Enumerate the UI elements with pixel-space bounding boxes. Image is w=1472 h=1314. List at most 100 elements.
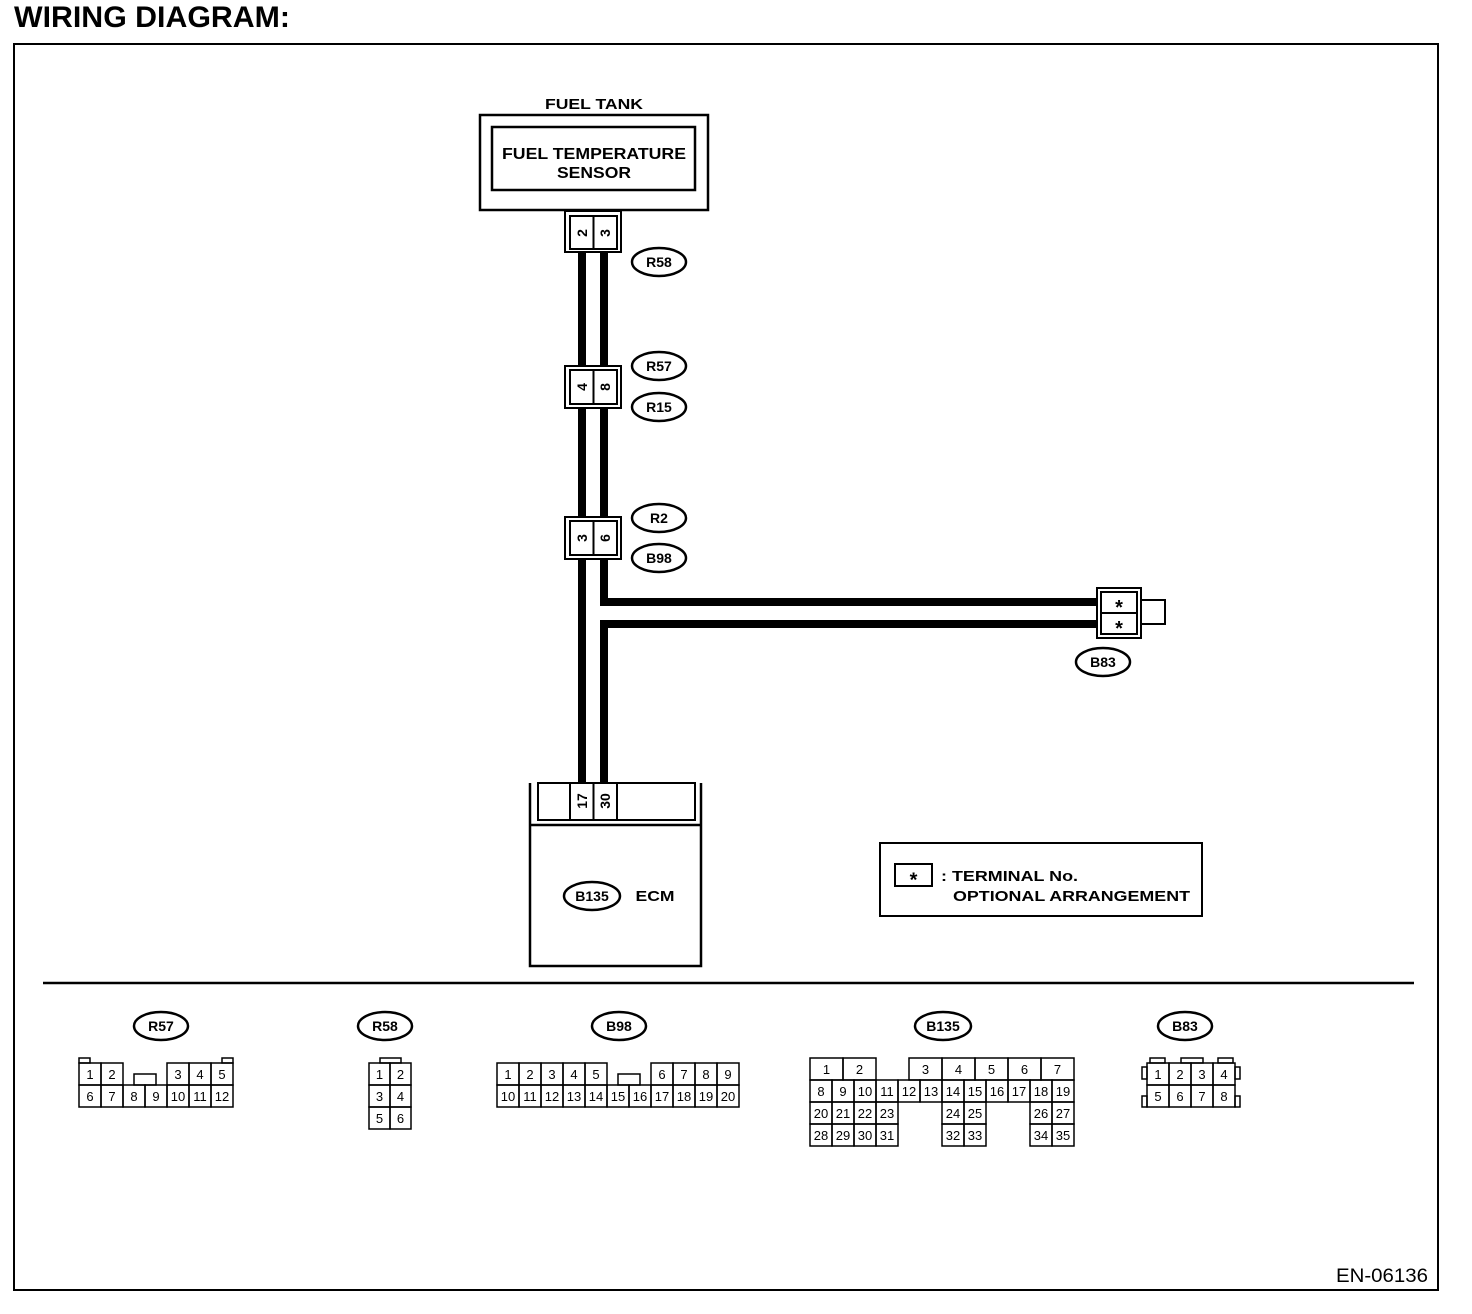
connector-id: R15	[646, 399, 672, 415]
pin-number: 6	[1021, 1062, 1028, 1077]
pin-number: 5	[592, 1067, 599, 1082]
pin-number: 27	[1056, 1106, 1070, 1121]
terminal-number: 17	[574, 793, 590, 809]
housing-ear	[1234, 1066, 1241, 1080]
pin-number: 8	[130, 1089, 137, 1104]
pin-number: 10	[858, 1084, 872, 1099]
pin-number: 5	[988, 1062, 995, 1077]
pin-number: 2	[397, 1067, 404, 1082]
pin-number: 11	[523, 1089, 537, 1104]
pin-number: 4	[196, 1067, 203, 1082]
pin-number: 7	[1198, 1089, 1205, 1104]
b135-pin-33: 33	[963, 1123, 987, 1147]
pin-number: 3	[548, 1067, 555, 1082]
pin-number: 3	[174, 1067, 181, 1082]
pin-number: 5	[218, 1067, 225, 1082]
connector-latch	[1140, 599, 1166, 625]
wire-from-b83-lower	[600, 620, 1097, 783]
sensor-name-line1: FUEL TEMPERATURE	[502, 146, 686, 163]
connector-r58: 2 3 R58	[564, 210, 688, 278]
housing-ear	[1141, 1066, 1148, 1080]
pin-number: 25	[968, 1106, 982, 1121]
wire-to-b83-upper	[600, 559, 1097, 606]
fuel-temperature-sensor: FUEL TANK FUEL TEMPERATURE SENSOR	[478, 96, 710, 212]
connector-id-oval	[356, 1010, 414, 1042]
lock-tab	[379, 1057, 402, 1064]
pin-number: 29	[836, 1128, 850, 1143]
pin-number: 14	[589, 1089, 603, 1104]
pin-number: 6	[397, 1111, 404, 1126]
pin-number: 9	[839, 1084, 846, 1099]
pin-number: 10	[501, 1089, 515, 1104]
legend-symbol-box	[894, 863, 933, 887]
connector-id-oval	[630, 542, 688, 574]
pin-number: 6	[658, 1067, 665, 1082]
pin-number: 12	[545, 1089, 559, 1104]
pin-number: 7	[108, 1089, 115, 1104]
pin-number: 21	[836, 1106, 850, 1121]
pin-number: 9	[152, 1089, 159, 1104]
connector-id-oval	[132, 1010, 190, 1042]
fuel-tank-label: FUEL TANK	[545, 96, 643, 113]
connector-id-oval	[590, 1010, 648, 1042]
pin-cavity	[716, 1084, 740, 1108]
harness-wires	[578, 252, 1097, 783]
pin-cavity	[210, 1084, 234, 1108]
pin-cavity	[1051, 1123, 1075, 1147]
polarization-key	[133, 1073, 157, 1086]
ecm-body	[528, 783, 703, 968]
lock-tab	[221, 1057, 234, 1064]
pin-number: 18	[677, 1089, 691, 1104]
lock-tab	[1217, 1057, 1234, 1064]
pin-number: 3	[1198, 1067, 1205, 1082]
b135-pin-31: 31	[875, 1123, 899, 1147]
housing-ear	[1234, 1095, 1241, 1108]
pin-number: 1	[1154, 1067, 1161, 1082]
terminal-symbol: *	[1115, 597, 1123, 619]
terminal-number: 3	[597, 229, 613, 237]
pin-number: 20	[814, 1106, 828, 1121]
pin-number: 5	[1154, 1089, 1161, 1104]
pin-number: 34	[1034, 1128, 1048, 1143]
pin-number: 17	[655, 1089, 669, 1104]
pin-number: 6	[1176, 1089, 1183, 1104]
pin-number: 16	[633, 1089, 647, 1104]
lock-tab	[1180, 1057, 1204, 1064]
pin-number: 19	[1056, 1084, 1070, 1099]
terminal-number: 30	[597, 793, 613, 809]
pin-number: 12	[215, 1089, 229, 1104]
ecm-label: ECM	[636, 888, 675, 905]
pin-number: 23	[880, 1106, 894, 1121]
terminal-number: 3	[574, 534, 590, 542]
pin-number: 4	[1220, 1067, 1227, 1082]
connector-id-oval	[1156, 1010, 1214, 1042]
connector-id: B83	[1090, 654, 1116, 670]
pin-number: 6	[86, 1089, 93, 1104]
pin-number: 10	[171, 1089, 185, 1104]
connector-id: R57	[646, 358, 672, 374]
terminal-number: 8	[597, 383, 613, 391]
connector-id-oval	[630, 350, 688, 382]
pin-number: 4	[397, 1089, 404, 1104]
pin-number: 11	[880, 1084, 894, 1099]
connector-id: R58	[372, 1018, 398, 1034]
pin-number: 28	[814, 1128, 828, 1143]
connector-id: B98	[606, 1018, 632, 1034]
pin-number: 9	[724, 1067, 731, 1082]
connector-id: R2	[650, 510, 668, 526]
pin-cavity	[389, 1106, 412, 1130]
connector-id-oval	[562, 880, 622, 912]
pin-number: 32	[946, 1128, 960, 1143]
connector-id-oval	[630, 246, 688, 278]
legend-box	[879, 842, 1203, 917]
terminal-number: 4	[574, 383, 590, 391]
pin-number: 24	[946, 1106, 960, 1121]
connector-id: B83	[1172, 1018, 1198, 1034]
